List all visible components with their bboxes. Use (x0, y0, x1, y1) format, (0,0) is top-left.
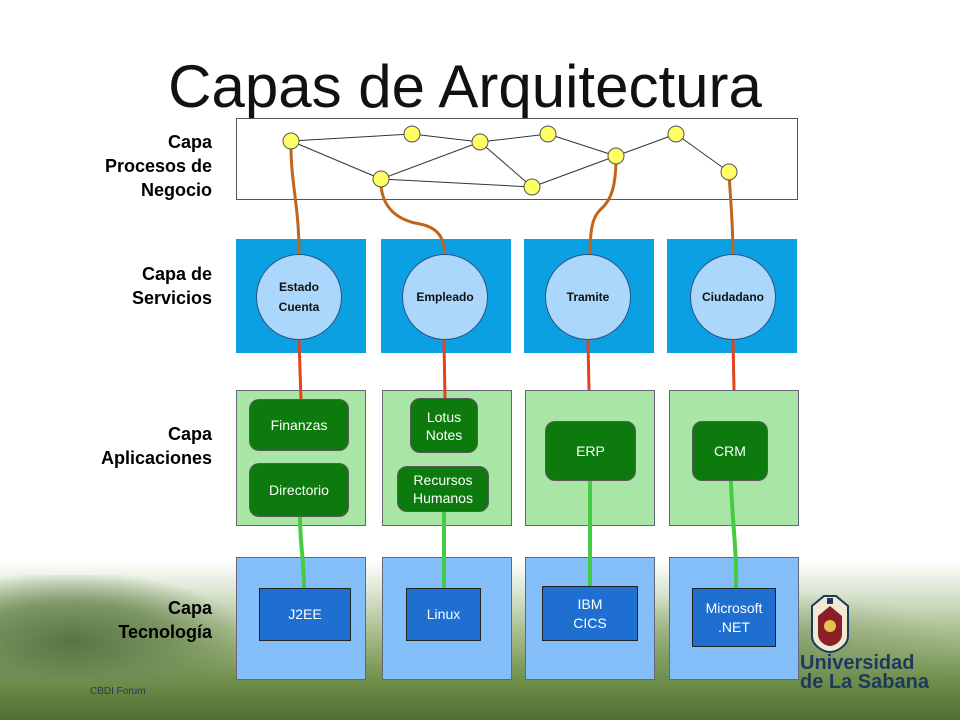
app-label-line1: Recursos (413, 472, 473, 488)
service-ciudadano: Ciudadano (690, 254, 776, 340)
app-recursos-humanos: Recursos Humanos (397, 466, 489, 512)
process-node (403, 125, 421, 143)
app-label-line2: Notes (425, 426, 463, 443)
service-empleado: Empleado (402, 254, 488, 340)
app-finanzas: Finanzas (249, 399, 349, 451)
layer-label-line: Procesos de (104, 156, 212, 176)
app-label-line1: Lotus (426, 408, 462, 425)
tech-j2ee: J2EE (259, 588, 351, 641)
tech-label-line1: IBM (577, 595, 603, 612)
layer-label-line: Capa (167, 132, 212, 152)
service-estado-cuenta: Estado Cuenta (256, 254, 342, 340)
process-node (471, 133, 489, 151)
background-trees (0, 575, 240, 685)
service-label: Empleado (416, 290, 474, 304)
app-lotus-notes: Lotus Notes (410, 398, 478, 453)
tech-label: J2EE (288, 606, 322, 622)
university-name: Universidad de La Sabana (800, 652, 930, 693)
app-crm: CRM (692, 421, 768, 481)
page-title: Capas de Arquitectura (168, 53, 762, 120)
footer-credit: CBDI Forum (90, 686, 146, 697)
app-erp: ERP (545, 421, 636, 481)
tech-ibm-cics: IBM CICS (542, 586, 638, 641)
process-node (523, 178, 541, 196)
layer-label-line: Aplicaciones (100, 448, 212, 468)
app-label: CRM (714, 443, 746, 459)
process-network-links (290, 133, 730, 188)
tech-linux: Linux (406, 588, 481, 641)
layer-label-line: Servicios (131, 288, 212, 308)
layer-label-line: Capa (167, 598, 212, 618)
process-node (607, 147, 625, 165)
layer-label-servicios: Capa de Servicios (60, 262, 212, 310)
service-label-line1: Estado (278, 280, 319, 294)
layer-label-line: Negocio (140, 180, 212, 200)
app-directorio: Directorio (249, 463, 349, 517)
app-label: ERP (576, 443, 605, 459)
service-label-line2: Cuenta (278, 300, 320, 314)
layer-label-procesos: Capa Procesos de Negocio (60, 130, 212, 202)
tech-label-line1: Microsoft (705, 599, 763, 616)
layer-label-line: Capa (167, 424, 212, 444)
app-label: Directorio (269, 482, 329, 498)
application-technology-links (298, 480, 739, 589)
process-node (539, 125, 557, 143)
process-node (372, 170, 390, 188)
service-label: Tramite (566, 290, 610, 304)
tech-label: Linux (426, 606, 461, 622)
service-application-links (297, 339, 736, 401)
layer-label-line: Capa de (141, 264, 212, 284)
process-node (720, 163, 738, 181)
app-label-line2: Humanos (413, 490, 473, 506)
layer-label-tecnologia: Capa Tecnología (60, 596, 212, 644)
tech-microsoft-net: Microsoft .NET (692, 588, 776, 647)
service-tramite: Tramite (545, 254, 631, 340)
university-crest-icon (811, 595, 849, 654)
university-name-line1: Universidad (800, 652, 915, 674)
university-name-line2: de La Sabana (800, 671, 929, 693)
tech-label-line2: .NET (718, 618, 750, 635)
process-node (667, 125, 685, 143)
service-label: Ciudadano (702, 290, 764, 304)
app-label: Finanzas (270, 417, 328, 433)
process-service-links (289, 140, 735, 259)
process-node (282, 132, 300, 150)
layer-label-line: Tecnología (118, 622, 212, 642)
process-nodes (282, 125, 738, 196)
layer-label-aplicaciones: Capa Aplicaciones (60, 422, 212, 470)
tech-label-line2: CICS (573, 614, 607, 631)
university-logo: Universidad de La Sabana (800, 592, 950, 692)
